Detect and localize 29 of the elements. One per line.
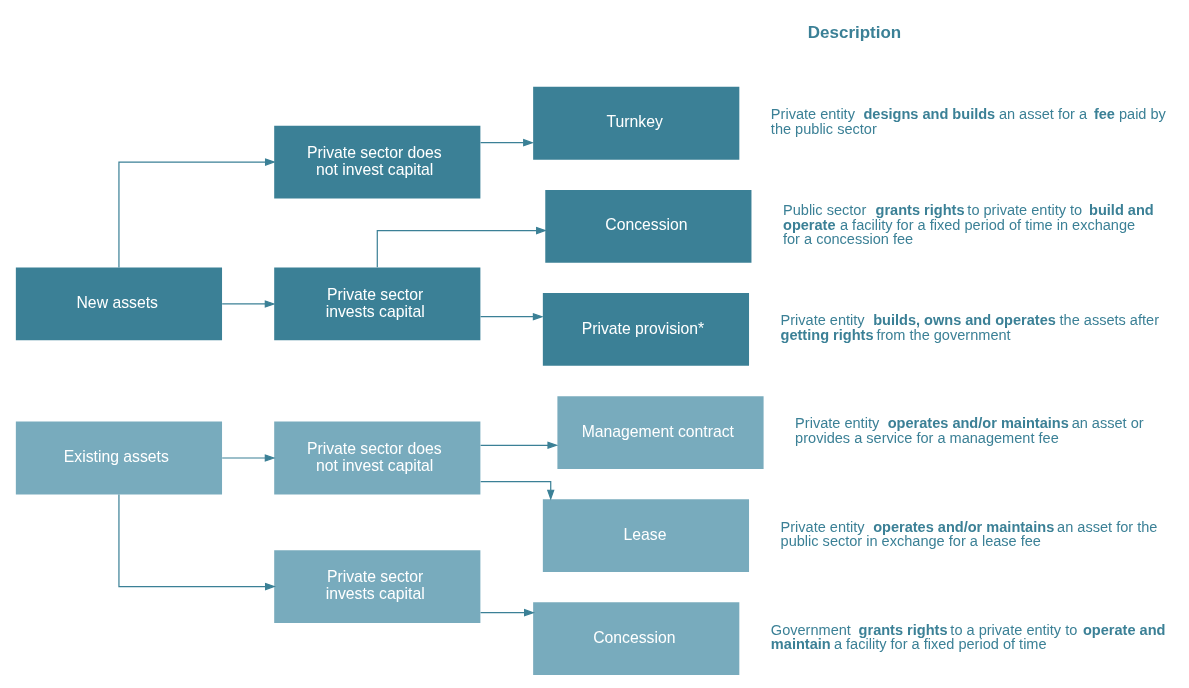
node-label: Private entity designs and builds an asset for a fee paid by the public sector <box>770 106 1166 137</box>
node-label: Private entity operates and/or maintains an asset for the public sector in exchange for a lease fee <box>780 518 1157 550</box>
node-box: Lease <box>542 499 749 572</box>
arrow <box>117 158 276 269</box>
arrow <box>376 226 547 268</box>
node-label: Private entity builds, owns and operates the assets after getting rights from the government <box>780 312 1159 343</box>
arrow <box>479 138 534 147</box>
node-box: Private sector does not invest capital <box>273 125 480 199</box>
arrow <box>117 493 276 591</box>
arrow <box>221 300 276 308</box>
arrow <box>221 454 276 462</box>
node-label: Public sector grants rights to private entity to build and operate a facility for a fixed period of time in exchange for a concession fee <box>782 201 1154 248</box>
arrow <box>479 481 555 501</box>
arrow <box>479 608 535 617</box>
node-box: Private sector invests capital <box>273 267 480 341</box>
node-box: Concession <box>532 602 739 676</box>
node-box: New assets <box>15 267 222 341</box>
node-box: Management contract <box>556 396 764 469</box>
node-label: Private entity operates and/or maintains an asset or provides a service for a management fee <box>794 415 1144 446</box>
arrow <box>479 441 558 450</box>
node-box: Turnkey <box>532 86 739 160</box>
node-box: Concession <box>544 189 751 263</box>
node-box: Existing assets <box>15 421 222 495</box>
node-box: Private sector invests capital <box>273 550 480 623</box>
node-box: Private provision* <box>542 293 749 366</box>
arrow <box>479 312 544 321</box>
label: Description <box>807 22 901 42</box>
node-label: Government grants rights to a private entity to operate and maintain a facility for a fixed period of time <box>770 621 1165 653</box>
node-box: Private sector does not invest capital <box>273 421 480 495</box>
